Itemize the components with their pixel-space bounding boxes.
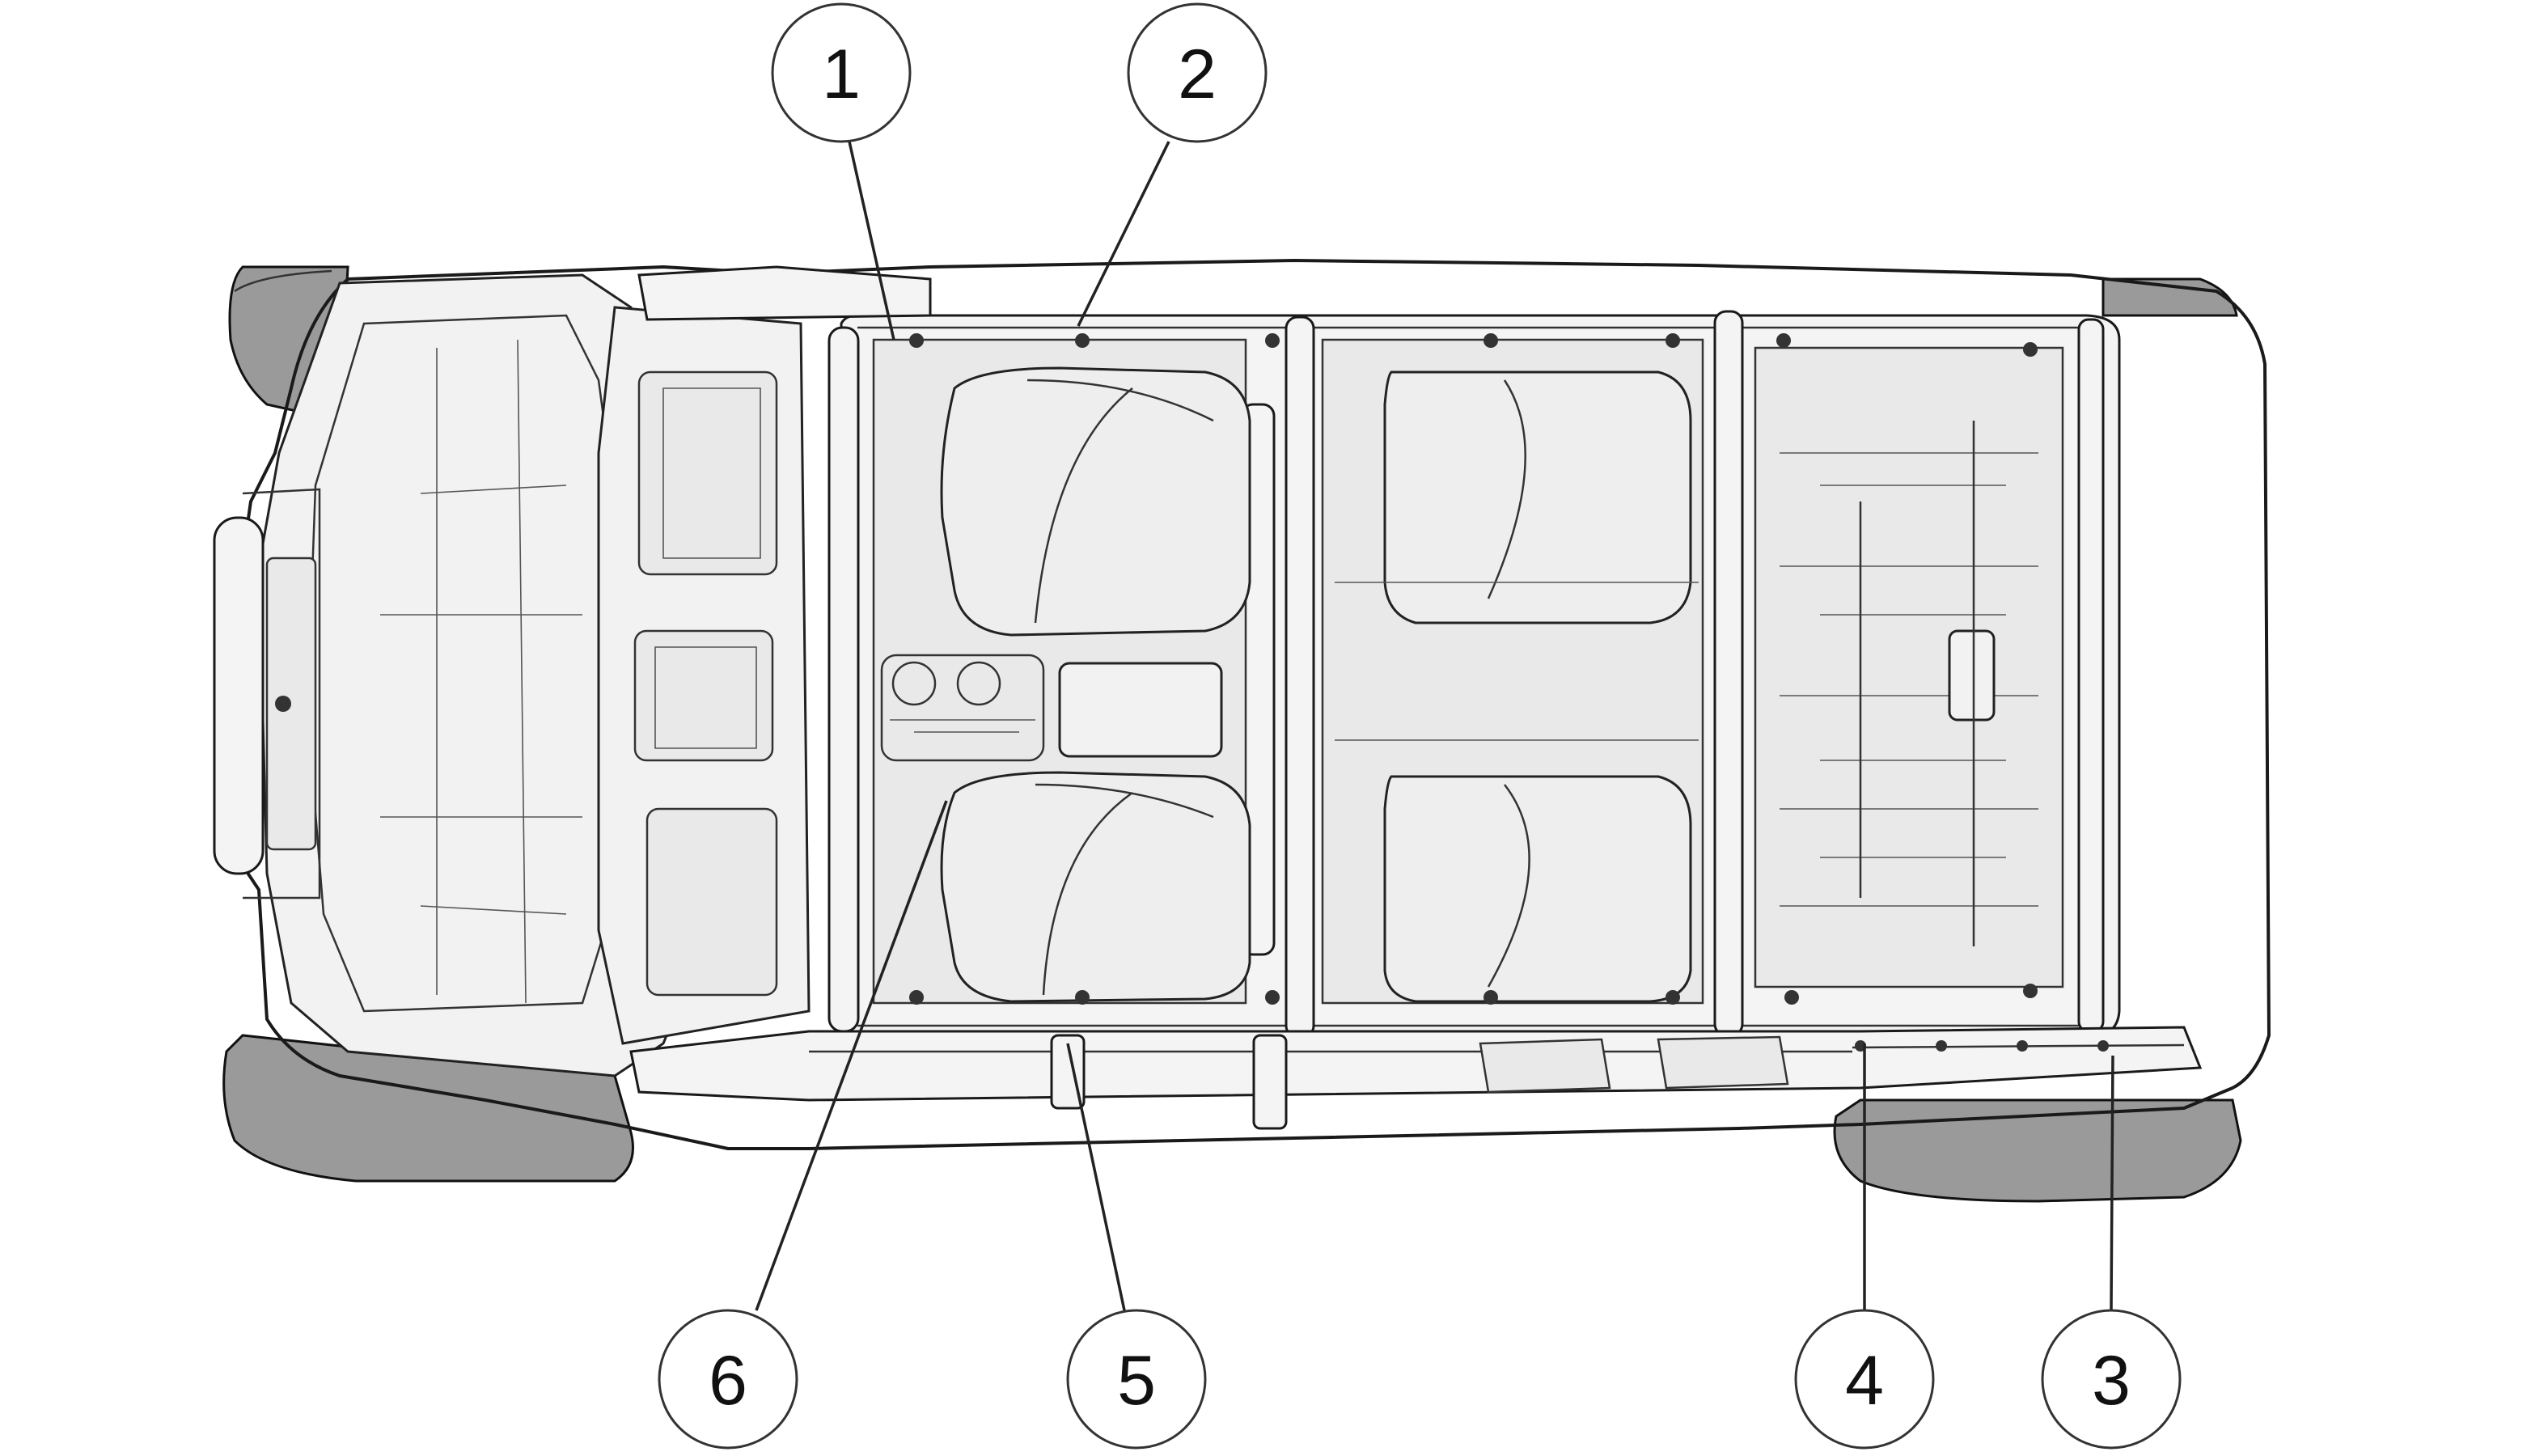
rear-cab xyxy=(1321,338,1704,1005)
callout-6: 6 xyxy=(658,1309,798,1450)
callout-1-label: 1 xyxy=(822,36,861,113)
callout-1: 1 xyxy=(771,2,912,143)
callout-4: 4 xyxy=(1794,1309,1935,1450)
front-cab xyxy=(872,338,1251,1005)
callout-3-label: 3 xyxy=(2092,1342,2131,1420)
vehicle-body-outline xyxy=(241,259,2271,1150)
leader-line-6 xyxy=(755,800,948,1311)
leader-line-1 xyxy=(848,141,895,341)
side-rails xyxy=(629,265,2203,1130)
leader-line-2 xyxy=(1077,141,1170,327)
cargo-bed xyxy=(1754,346,2064,988)
dashboard xyxy=(597,306,811,1045)
callout-2-label: 2 xyxy=(1178,36,1217,113)
callout-5-label: 5 xyxy=(1117,1342,1156,1420)
leader-line-5 xyxy=(1066,1043,1126,1311)
callout-2: 2 xyxy=(1127,2,1268,143)
front-bumper xyxy=(213,488,321,899)
callout-5: 5 xyxy=(1066,1309,1207,1450)
callout-4-label: 4 xyxy=(1845,1342,1884,1420)
callout-3: 3 xyxy=(2041,1309,2182,1450)
leader-lines xyxy=(755,141,2114,1311)
leader-line-3 xyxy=(2110,1055,2114,1311)
mount-bolts xyxy=(909,333,2109,1052)
tire-rear-lower xyxy=(1833,1098,2242,1203)
callout-6-label: 6 xyxy=(709,1342,747,1420)
